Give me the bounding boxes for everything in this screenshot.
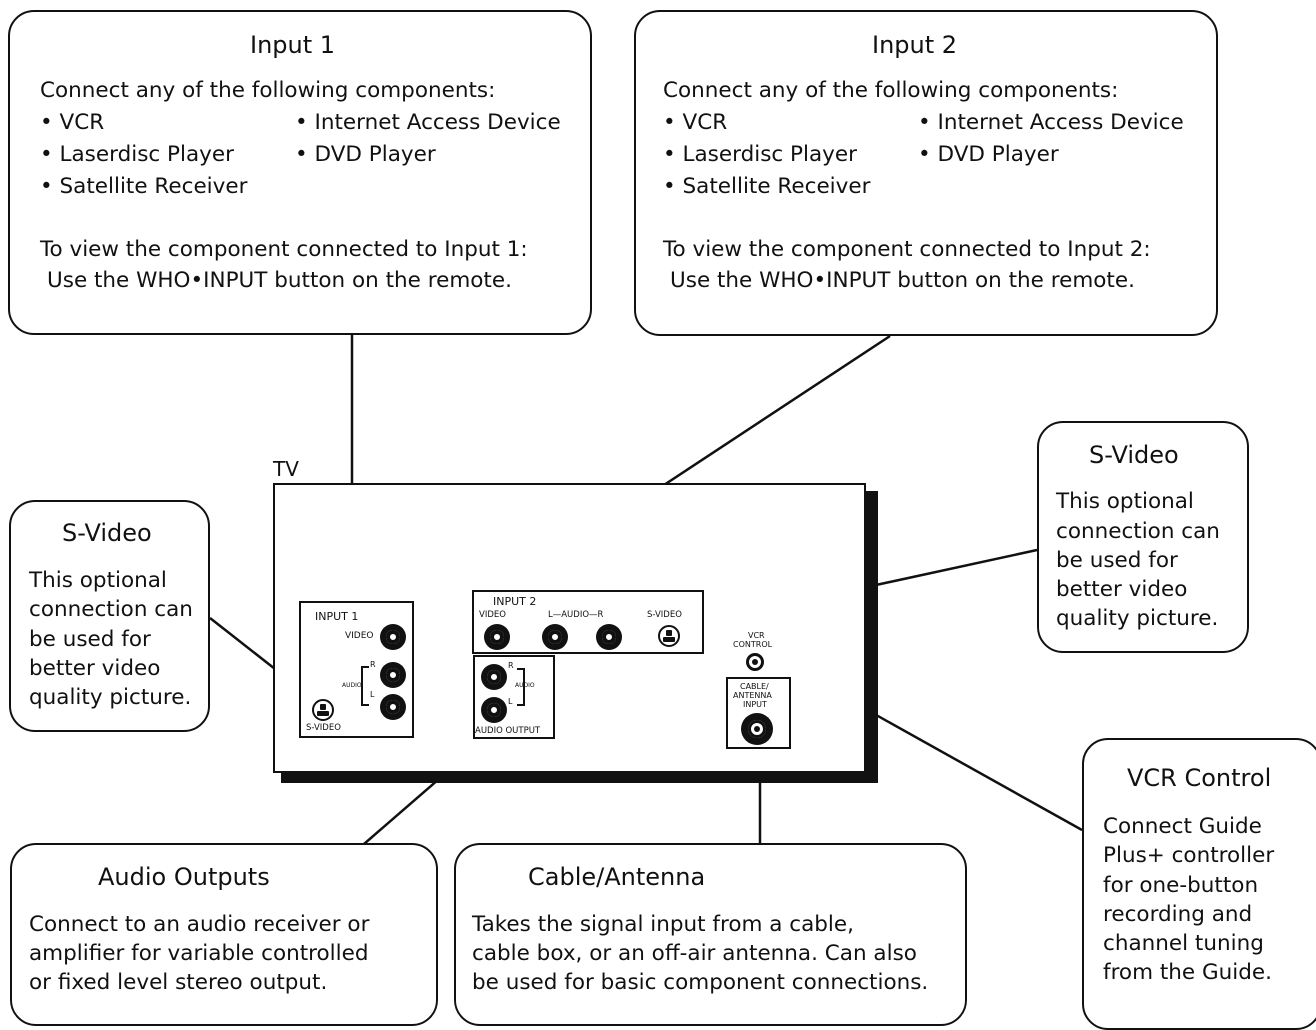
cable-antenna-line: cable box, or an off-air antenna. Can al… [472,941,917,966]
input2-video-jack[interactable] [484,624,510,650]
svideo-right-line: be used for [1056,548,1178,573]
audio-output-l-jack[interactable] [481,697,507,723]
vcr-control-callout [1082,738,1316,1030]
audio-outputs-title: Audio Outputs [98,863,270,891]
cable-antenna-title: Cable/Antenna [528,863,706,891]
input1-title: Input 1 [250,31,336,59]
panel-input2-svideo-label: S-VIDEO [647,610,682,620]
panel-input1-l-label: L [370,690,375,699]
panel-cable-label-1: CABLE/ [740,682,769,691]
svideo-right-line: connection can [1056,519,1220,544]
input1-callout [8,10,592,335]
panel-input1-audio-label: AUDIO [342,682,362,689]
input2-jack-panel [472,590,704,654]
panel-cable-label-3: INPUT [743,700,767,709]
audio-output-r-jack[interactable] [481,664,507,690]
panel-input1-svideo-label: S-VIDEO [306,723,341,733]
panel-audio-output-label: AUDIO OUTPUT [475,726,541,736]
input1-item-vcr: • VCR [40,110,105,135]
svideo-left-callout [9,500,210,732]
input1-view-line1: To view the component connected to Input… [40,237,528,262]
vcr-control-line: Plus+ controller [1103,843,1275,868]
panel-input2-label: INPUT 2 [493,595,537,608]
panel-input1-video-label: VIDEO [345,631,374,641]
svideo-left-line: better video [29,656,161,681]
input2-audio-r-jack[interactable] [596,624,622,650]
input2-callout [634,10,1218,336]
panel-audio-output-r-label: R [508,661,514,670]
input1-audio-l-jack[interactable] [380,694,406,720]
svideo-right-line: This optional [1056,489,1194,514]
input2-view-line1: To view the component connected to Input… [663,237,1151,262]
input1-item-dvd: • DVD Player [295,142,436,167]
audio-outputs-line: amplifier for variable controlled [29,941,369,966]
input1-svideo-jack[interactable] [312,699,334,721]
input2-item-vcr: • VCR [663,110,728,135]
svideo-left-title: S-Video [62,519,152,547]
input1-audio-r-jack[interactable] [380,662,406,688]
input1-video-jack[interactable] [380,624,406,650]
audio-outputs-callout [10,843,438,1026]
input1-audio-bracket [361,666,369,706]
input2-item-satellite: • Satellite Receiver [663,174,871,199]
audio-outputs-line: or fixed level stereo output. [29,970,328,995]
panel-vcr-control-label-2: CONTROL [733,640,773,649]
cable-antenna-line: Takes the signal input from a cable, [472,912,854,937]
input2-audio-l-jack[interactable] [542,624,568,650]
input2-item-laserdisc: • Laserdisc Player [663,142,857,167]
panel-audio-output-l-label: L [508,697,513,706]
audio-output-bracket [517,668,525,706]
vcr-control-line: from the Guide. [1103,960,1272,985]
svideo-right-line: quality picture. [1056,606,1219,631]
input1-item-internet: • Internet Access Device [295,110,561,135]
input2-view-line2: Use the WHO•INPUT button on the remote. [670,268,1135,293]
vcr-control-line: channel tuning [1103,931,1264,956]
svideo-left-line: connection can [29,597,193,622]
vcr-control-line: for one-button [1103,873,1259,898]
svideo-right-line: better video [1056,577,1188,602]
input1-jack-panel [299,601,414,738]
panel-input1-label: INPUT 1 [315,610,359,623]
input2-item-internet: • Internet Access Device [918,110,1184,135]
input1-view-line2: Use the WHO•INPUT button on the remote. [47,268,512,293]
svideo-left-line: be used for [29,627,151,652]
audio-outputs-line: Connect to an audio receiver or [29,912,370,937]
panel-cable-label-2: ANTENNA [733,691,772,700]
vcr-control-line: recording and [1103,902,1253,927]
input2-intro: Connect any of the following components: [663,78,1119,103]
svideo-right-callout [1037,421,1249,653]
cable-antenna-jack-pin [754,726,760,732]
input1-item-satellite: • Satellite Receiver [40,174,248,199]
input2-svideo-jack[interactable] [658,625,680,647]
panel-audio-output-audio-label: AUDIO [515,682,535,689]
panel-input1-r-label: R [370,660,376,669]
svideo-left-line: This optional [29,568,167,593]
panel-input2-video-label: VIDEO [479,610,506,620]
cable-antenna-line: be used for basic component connections. [472,970,929,995]
vcr-control-title: VCR Control [1127,764,1272,792]
cable-antenna-callout [454,843,967,1026]
vcr-control-jack-center [752,659,758,665]
cable-antenna-panel [726,677,791,749]
tv-label: TV [273,457,299,481]
panel-input2-audio-label: L—AUDIO—R [548,610,604,620]
input2-item-dvd: • DVD Player [918,142,1059,167]
input1-intro: Connect any of the following components: [40,78,496,103]
svideo-left-line: quality picture. [29,685,192,710]
input2-title: Input 2 [872,31,958,59]
audio-output-panel [473,655,555,739]
panel-vcr-control-label-1: VCR [748,631,765,640]
svideo-right-title: S-Video [1089,441,1179,469]
input1-item-laserdisc: • Laserdisc Player [40,142,234,167]
vcr-control-line: Connect Guide [1103,814,1262,839]
